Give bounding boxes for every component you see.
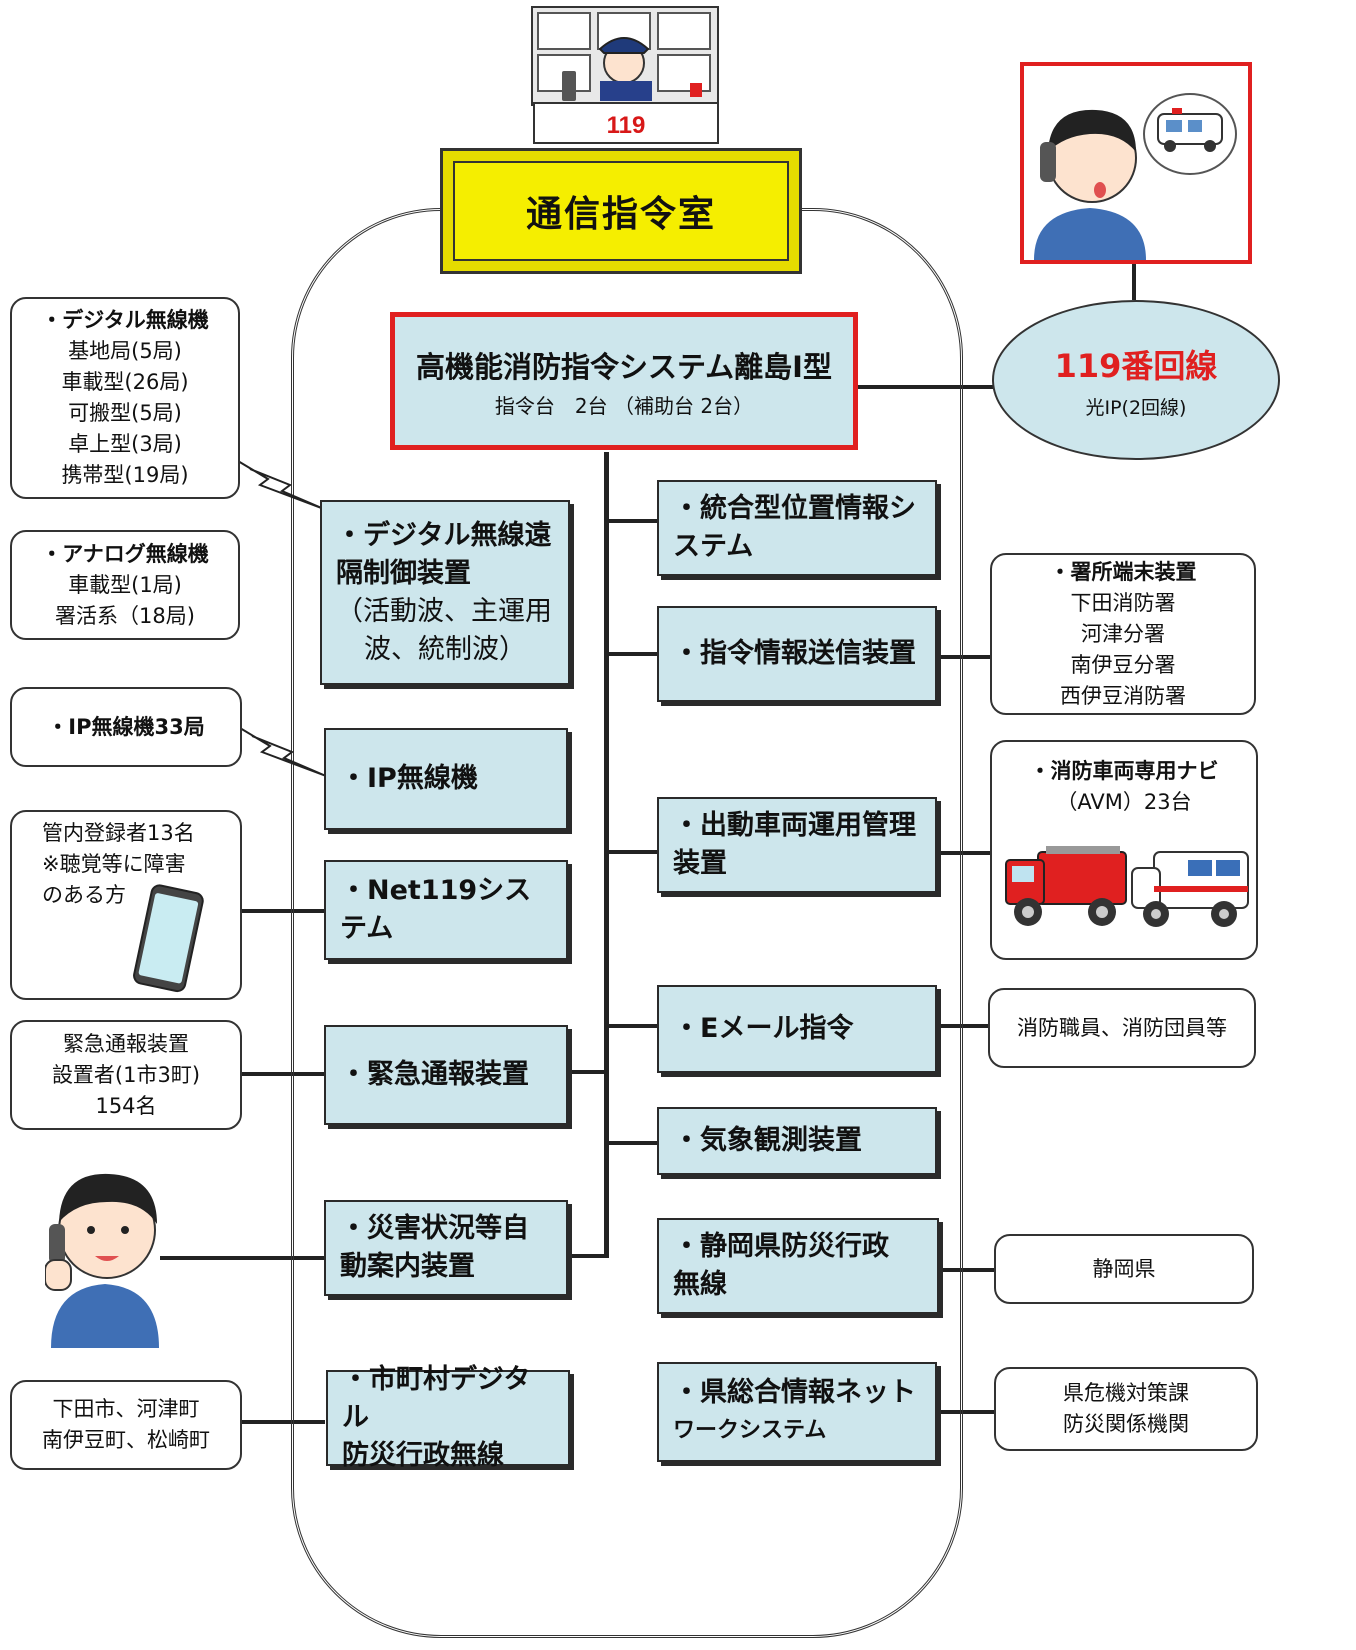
municipalities-note: 下田市、河津町 南伊豆町、松崎町 [10, 1380, 242, 1470]
email-targets-label: 消防職員、消防団員等 [1017, 1015, 1227, 1040]
analog-radio-note: ・アナログ無線機 車載型(1局) 署活系（18局) [10, 530, 240, 640]
location-info-box: ・統合型位置情報シ ステム [657, 480, 937, 576]
email-targets-note: 消防職員、消防団員等 [988, 988, 1256, 1068]
list-item: 携帯型(19局) [61, 463, 189, 487]
list-item: 西伊豆消防署 [1060, 683, 1186, 708]
list-item: 卓上型(3局) [68, 432, 182, 456]
main-system-title: 高機能消防指令システム離島Ⅰ型 [416, 349, 832, 384]
net119-users-note: 管内登録者13名 ※聴覚等に障害 のある方 [10, 810, 242, 1000]
navi-note: ・消防車両専用ナビ （AVM）23台 [990, 740, 1258, 960]
weather-label: ・気象観測装置 [673, 1125, 862, 1156]
emergency-reporters-line: 緊急通報装置 [63, 1031, 189, 1056]
digital-remote-line: 隔制御装置 [336, 557, 471, 589]
vehicle-mgmt-line: 装置 [673, 848, 727, 879]
municipal-radio-box: ・市町村デジタル 防災行政無線 [326, 1364, 570, 1471]
command-sender-label: ・指令情報送信装置 [673, 638, 916, 669]
list-item: 南伊豆分署 [1070, 652, 1176, 677]
list-item: 可搬型(5局) [68, 401, 182, 425]
list-item: 車載型(26局) [61, 370, 189, 394]
prefecture-radio-box: ・静岡県防災行政 無線 [657, 1218, 939, 1314]
smartphone-icon [133, 884, 204, 993]
navi-head: ・消防車両専用ナビ [1029, 759, 1219, 783]
emergency-reporters-line: 154名 [95, 1093, 157, 1118]
stations-head: ・署所端末装置 [1049, 559, 1197, 584]
ip-radio-note: ・IP無線機33局 [10, 687, 242, 767]
net119-box: ・Net119システム [324, 860, 568, 960]
main-system-box: 高機能消防指令システム離島Ⅰ型 指令台 2台 （補助台 2台） [390, 312, 858, 450]
line-119-ellipse: 119番回線 光IP(2回線) [992, 300, 1280, 460]
municipal-radio-line: ・市町村デジタル [342, 1364, 531, 1433]
dispatch-room-title: 通信指令室 [525, 194, 716, 235]
net119-label: ・Net119システム [340, 875, 532, 944]
prefecture-radio-line: 無線 [673, 1269, 727, 1300]
list-item: 下田消防署 [1070, 590, 1176, 615]
phone-user-illustration [45, 1173, 159, 1348]
dispatch-room-title-box: 通信指令室 [440, 148, 802, 274]
emergency-reporting-box: ・緊急通報装置 [324, 1025, 568, 1125]
ip-radio-label: ・IP無線機 [340, 763, 478, 794]
list-item: 基地局(5局) [68, 339, 182, 363]
email-command-label: ・Eメール指令 [673, 1013, 854, 1044]
shizuoka-label: 静岡県 [1092, 1256, 1156, 1281]
list-item: 河津分署 [1081, 621, 1165, 646]
prefecture-network-line: ・県総合情報ネット [673, 1377, 916, 1408]
prefecture-network-box: ・県総合情報ネット ワークシステム [657, 1362, 937, 1462]
municipalities-line: 下田市、河津町 [52, 1397, 200, 1421]
municipalities-line: 南伊豆町、松崎町 [42, 1428, 210, 1452]
prefecture-radio-line: ・静岡県防災行政 [673, 1231, 889, 1262]
analog-radio-head: ・アナログ無線機 [41, 541, 209, 566]
list-item: 署活系（18局) [55, 603, 195, 628]
list-item: 車載型(1局) [68, 572, 182, 597]
ip-radio-box: ・IP無線機 [324, 728, 568, 830]
crisis-note: 県危機対策課 防災関係機関 [994, 1367, 1258, 1451]
digital-remote-line: （活動波、主運用 [336, 595, 552, 627]
main-system-subtitle: 指令台 2台 （補助台 2台） [494, 393, 754, 418]
location-info-line: ステム [673, 531, 754, 562]
command-sender-box: ・指令情報送信装置 [657, 606, 937, 702]
shizuoka-note: 静岡県 [994, 1234, 1254, 1304]
emergency-reporters-line: 設置者(1市3町) [51, 1062, 201, 1087]
digital-radio-head: ・デジタル無線機 [41, 308, 209, 332]
municipal-radio-line: 防災行政無線 [342, 1440, 504, 1471]
auto-guide-box: ・災害状況等自 動案内装置 [324, 1200, 568, 1296]
auto-guide-line: ・災害状況等自 [340, 1213, 529, 1244]
caller-illustration [1020, 62, 1252, 264]
digital-remote-line: 波、統制波） [364, 633, 526, 665]
vehicle-mgmt-box: ・出動車両運用管理 装置 [657, 797, 937, 893]
fire-engine-icon [1005, 846, 1127, 926]
crisis-line: 防災関係機関 [1063, 1412, 1189, 1436]
line-119-subtitle: 光IP(2回線) [1085, 396, 1187, 419]
digital-remote-control-box: ・デジタル無線遠 隔制御装置 （活動波、主運用 波、統制波） [320, 500, 570, 685]
net119-users-line: のある方 [42, 883, 126, 907]
ip-radio-head: ・IP無線機33局 [47, 714, 205, 739]
crisis-line: 県危機対策課 [1063, 1381, 1189, 1405]
navi-sub: （AVM）23台 [1056, 790, 1192, 814]
emergency-reporting-label: ・緊急通報装置 [340, 1059, 529, 1090]
vehicle-mgmt-line: ・出動車両運用管理 [673, 810, 916, 841]
digital-remote-line: ・デジタル無線遠 [336, 519, 552, 551]
dispatcher-illustration: 119 [531, 6, 719, 144]
wireless-bolt-icon [237, 460, 325, 510]
wireless-bolt-icon [239, 727, 327, 777]
auto-guide-line: 動案内装置 [340, 1251, 475, 1282]
prefecture-network-line: ワークシステム [673, 1418, 827, 1443]
weather-box: ・気象観測装置 [657, 1107, 937, 1175]
email-command-box: ・Eメール指令 [657, 985, 937, 1073]
digital-radio-note: ・デジタル無線機 基地局(5局) 車載型(26局) 可搬型(5局) 卓上型(3局… [10, 297, 240, 499]
net119-users-line: ※聴覚等に障害 [42, 852, 186, 876]
location-info-line: ・統合型位置情報シ [673, 493, 916, 524]
dispatcher-119-label: 119 [607, 112, 646, 139]
line-119-title: 119番回線 [1054, 346, 1218, 385]
emergency-reporters-note: 緊急通報装置 設置者(1市3町) 154名 [10, 1020, 242, 1130]
stations-note: ・署所端末装置 下田消防署 河津分署 南伊豆分署 西伊豆消防署 [990, 553, 1256, 715]
net119-users-line: 管内登録者13名 [42, 821, 195, 845]
ambulance-icon [1131, 851, 1249, 927]
